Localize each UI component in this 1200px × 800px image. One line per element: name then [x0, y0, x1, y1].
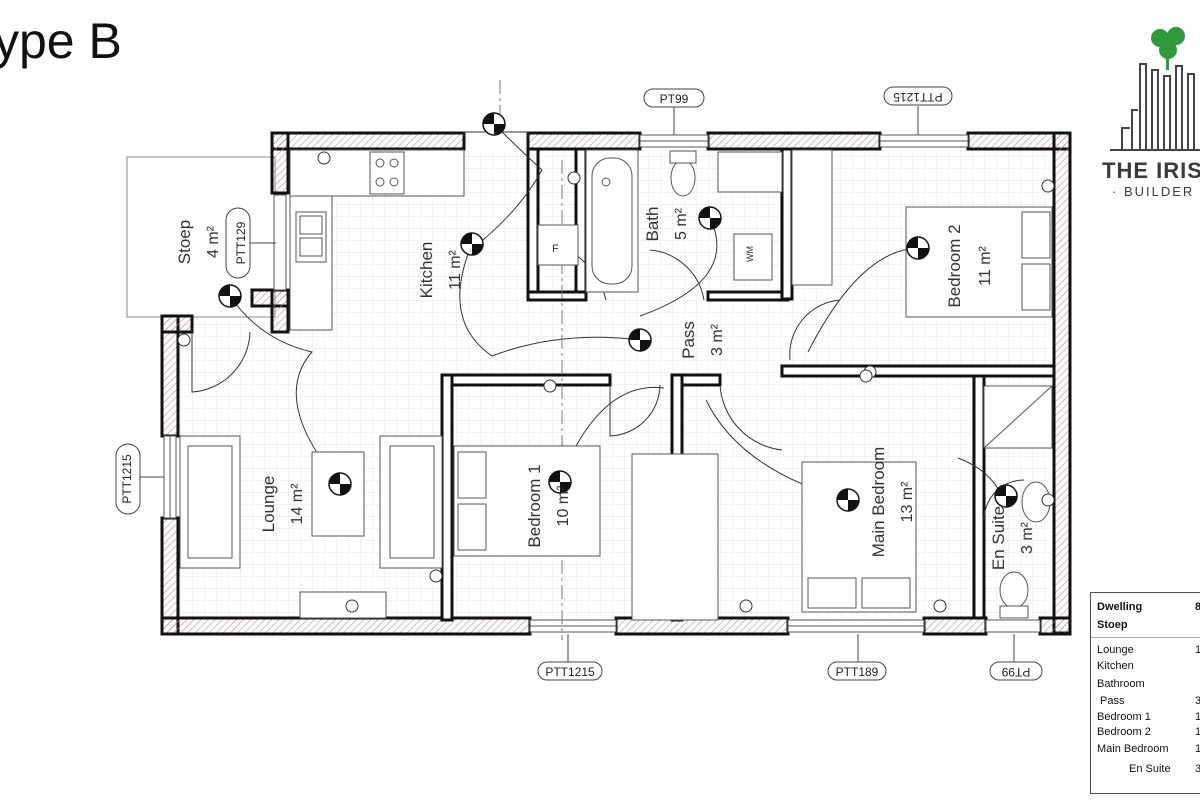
en-suite-fixtures — [983, 385, 1053, 619]
legend-stoep-label: Stoep — [1097, 619, 1128, 631]
ceiling-light-icon — [482, 112, 506, 136]
room-kitchen-name: Kitchen — [417, 242, 436, 299]
exterior-walls — [160, 131, 1072, 636]
power-outlet-icon — [859, 369, 873, 383]
room-kitchen-area: 11 m² — [447, 249, 464, 289]
ceiling-light-icon — [548, 470, 572, 494]
shamrock-icon — [1151, 27, 1185, 70]
legend-row-label: Bedroom 2 — [1097, 726, 1151, 738]
legend-row-label: Kitchen — [1097, 660, 1134, 672]
windows — [163, 134, 1041, 633]
legend-row-value: 1 — [1195, 726, 1200, 738]
power-outlet-icon — [739, 599, 753, 613]
legend-row-value: 3 — [1195, 695, 1200, 707]
legend-row-label: Bathroom — [1097, 678, 1145, 690]
ceiling-light-icon — [698, 206, 722, 230]
legend-dwelling-value: 8 — [1195, 601, 1200, 613]
room-stoep-area: 4 m² — [205, 225, 222, 258]
legend-row-label: Lounge — [1097, 644, 1134, 656]
room-labels: Stoep 4 m² Kitchen 11 m² Bath 5 m² Bedro… — [175, 207, 1036, 571]
ceiling-light-icon — [906, 236, 930, 260]
kitchen-fixtures — [289, 149, 579, 331]
interior-walls — [440, 147, 1056, 622]
logo-graphic — [1110, 27, 1200, 151]
tag-ptt1215-bottom: PTT1215 — [545, 665, 595, 679]
power-outlet-icon — [933, 599, 947, 613]
power-outlet-icon — [543, 379, 557, 393]
legend-divider — [1091, 637, 1200, 638]
light-fixtures — [177, 112, 1055, 613]
logo-name: THE IRIS — [1102, 158, 1200, 183]
building-lines-icon — [1110, 63, 1200, 151]
room-en-suite-area: 3 m² — [1019, 521, 1036, 554]
legend-row-label: En Suite — [1129, 763, 1171, 775]
room-main-bedroom-area: 13 m² — [899, 481, 916, 523]
power-outlet-icon — [567, 171, 581, 185]
room-bedroom2-area: 11 m² — [977, 245, 994, 285]
main-bedroom-furniture — [801, 461, 917, 613]
bedroom2-bed — [791, 149, 1053, 318]
legend-row-value: 1 — [1195, 711, 1200, 723]
legend-row-label: Main Bedroom — [1097, 743, 1169, 755]
room-bedroom1-area: 10 m² — [555, 485, 572, 527]
tag-ptt1215-left: PTT1215 — [120, 454, 134, 504]
ceiling-light-icon — [994, 484, 1018, 508]
room-main-bedroom-name: Main Bedroom — [869, 447, 888, 558]
ceiling-light-icon — [628, 328, 652, 352]
tag-pt99-top: PT99 — [660, 92, 689, 106]
room-lounge-name: Lounge — [259, 476, 278, 533]
room-stoep-name: Stoep — [175, 220, 194, 264]
room-pass-name: Pass — [679, 321, 698, 359]
power-outlet-icon — [345, 599, 359, 613]
page-title: ype B — [0, 13, 122, 69]
ceiling-light-icon — [328, 472, 352, 496]
legend-row-label: Bedroom 1 — [1097, 711, 1151, 723]
power-outlet-icon — [177, 333, 191, 347]
power-outlet-icon — [317, 151, 331, 165]
washing-machine-label: WM — [745, 246, 755, 262]
fridge-label: F — [552, 243, 559, 255]
room-bedroom2-name: Bedroom 2 — [945, 224, 964, 307]
area-schedule-table: Dwelling 8 Stoep Lounge 1 Kitchen Bathro… — [1090, 592, 1200, 794]
room-pass-area: 3 m² — [709, 323, 726, 356]
tag-ptt129: PTT129 — [234, 221, 248, 264]
tag-pt99-bottom: PT99 — [1001, 665, 1030, 679]
room-en-suite-name: En Suite — [989, 506, 1008, 570]
tag-ptt189: PTT189 — [836, 665, 879, 679]
power-outlet-icon — [1041, 493, 1055, 507]
room-lounge-area: 14 m² — [289, 483, 306, 525]
ceiling-light-icon — [218, 284, 242, 308]
ceiling-light-icon — [836, 488, 860, 512]
room-bedroom1-name: Bedroom 1 — [525, 464, 544, 547]
window-tags — [115, 86, 1043, 681]
legend-row-value: 3 — [1195, 763, 1200, 775]
room-bath-name: Bath — [643, 207, 662, 242]
ceiling-light-icon — [460, 232, 484, 256]
legend-row-label: Pass — [1100, 695, 1125, 707]
legend-dwelling-label: Dwelling — [1097, 601, 1143, 613]
lounge-furniture — [179, 435, 443, 619]
bath-fixtures — [585, 149, 783, 293]
logo-tagline: · BUILDER — [1112, 184, 1195, 199]
power-outlet-icon — [429, 569, 443, 583]
bedroom1-furniture — [453, 445, 719, 621]
tag-ptt1215-top: PTT1215 — [893, 90, 943, 104]
legend-row-value: 1 — [1195, 644, 1200, 656]
legend-row-value: 1 — [1195, 743, 1200, 755]
room-bath-area: 5 m² — [673, 207, 690, 240]
power-outlet-icon — [1041, 179, 1055, 193]
